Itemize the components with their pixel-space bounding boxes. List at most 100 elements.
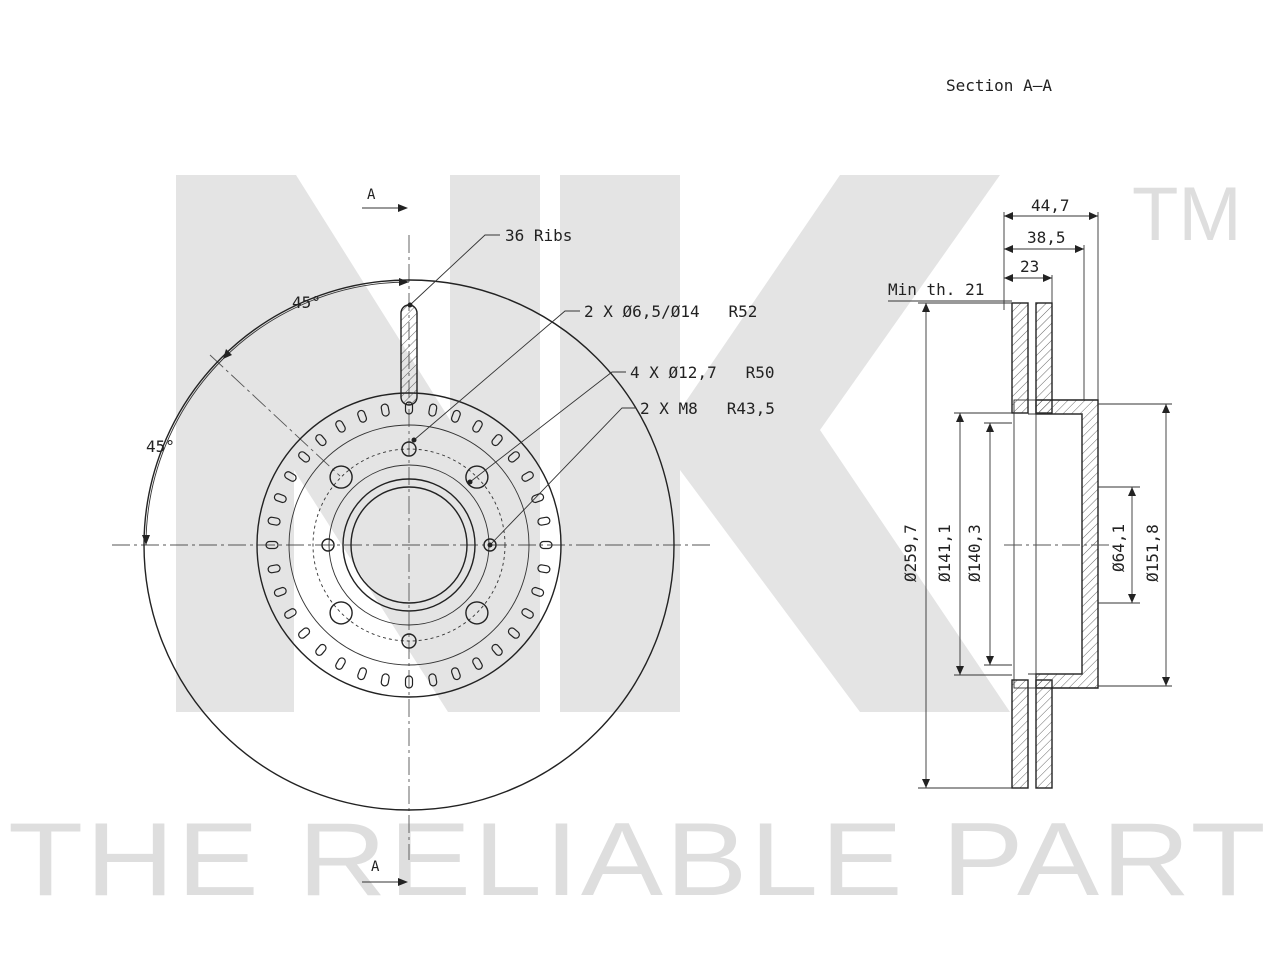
front-view: 45° 45° A A 36 Ribs 2 X Ø6,5/Ø14 R52 4 X… bbox=[112, 187, 775, 886]
vent-slot bbox=[450, 409, 461, 423]
outboard-plate-bottom bbox=[1011, 679, 1029, 789]
vent-slot bbox=[491, 643, 503, 656]
dim-overall-arrow-r bbox=[1089, 212, 1098, 220]
section-arrow-bottom-head bbox=[398, 878, 408, 886]
leader-dot-holes-bolt bbox=[467, 479, 473, 485]
vent-slot bbox=[404, 675, 414, 689]
vent-slot bbox=[531, 493, 545, 504]
leader-dot-ribs bbox=[407, 302, 413, 308]
small-hole bbox=[401, 441, 417, 457]
dim-hat-arrow-l bbox=[1004, 245, 1013, 253]
vent-slot bbox=[380, 403, 390, 417]
dim-hat-outer-arrow-b bbox=[956, 666, 964, 675]
dim-width-hat: 38,5 bbox=[1027, 228, 1066, 247]
watermark-tagline: THE RELIABLE PART bbox=[8, 802, 1268, 918]
angle-arc-lower bbox=[145, 358, 224, 546]
min-thickness-label: Min th. 21 bbox=[888, 280, 984, 299]
vent-slot bbox=[284, 471, 297, 482]
vent-slot bbox=[315, 643, 327, 656]
vent-slot bbox=[428, 403, 438, 417]
vent-slot bbox=[531, 586, 545, 597]
angle-label-upper: 45° bbox=[292, 293, 321, 312]
bolt-hole bbox=[465, 601, 489, 625]
leader-holes-thread bbox=[489, 407, 636, 546]
vent-slot bbox=[273, 586, 287, 597]
dim-diameter-center-bore: Ø64,1 bbox=[1109, 524, 1128, 572]
section-marker-bottom: A bbox=[371, 859, 380, 875]
vent-slot bbox=[273, 493, 287, 504]
arc-arrow-3 bbox=[142, 535, 150, 545]
disc-outer-edge bbox=[143, 279, 675, 811]
dim-diameter-hat-outer: Ø141,1 bbox=[935, 524, 954, 582]
vent-slot bbox=[298, 627, 311, 639]
vent-slot bbox=[267, 564, 281, 574]
callout-holes-thread: 2 X M8 R43,5 bbox=[640, 399, 775, 418]
inboard-plate-bottom bbox=[1035, 679, 1053, 789]
watermark-logo-n bbox=[176, 175, 540, 712]
leader-holes-small bbox=[413, 310, 580, 441]
leader-dot-holes-small bbox=[411, 437, 417, 443]
vent-slot bbox=[472, 657, 483, 670]
section-view: Section A–A 44,7 38,5 23 Min th. 21 bbox=[888, 76, 1172, 789]
rib-slot bbox=[400, 304, 418, 406]
vent-slot bbox=[298, 451, 311, 463]
dim-hat-outer-arrow-t bbox=[956, 413, 964, 422]
dim-bore-arrow-t bbox=[1128, 487, 1136, 496]
vent-slot bbox=[284, 608, 297, 619]
vent-slot bbox=[521, 471, 534, 482]
hat-section bbox=[1035, 399, 1099, 689]
leader-ribs bbox=[409, 234, 500, 306]
bolt-hole bbox=[465, 465, 489, 489]
dim-width-overall: 44,7 bbox=[1031, 196, 1070, 215]
dim-width-disc: 23 bbox=[1020, 257, 1039, 276]
vent-slot bbox=[357, 409, 368, 423]
dim-disc-arrow-l bbox=[1004, 274, 1013, 282]
dim-hub-arrow-b bbox=[1162, 677, 1170, 686]
bolt-hole bbox=[329, 465, 353, 489]
leader-holes-bolt bbox=[469, 371, 626, 483]
inboard-plate-top bbox=[1035, 302, 1053, 414]
vent-slot bbox=[335, 657, 346, 670]
vent-slot bbox=[267, 516, 281, 526]
callout-holes-bolt: 4 X Ø12,7 R50 bbox=[630, 363, 775, 382]
section-title: Section A–A bbox=[946, 76, 1052, 95]
watermark-trademark: TM bbox=[1132, 172, 1242, 257]
vent-slot bbox=[315, 434, 327, 447]
leader-dot-holes-thread bbox=[487, 542, 493, 548]
dim-disc-arrow-r bbox=[1043, 274, 1052, 282]
arc-arrow-2 bbox=[223, 349, 232, 359]
bolt-hole bbox=[329, 601, 353, 625]
callout-ribs: 36 Ribs bbox=[505, 226, 572, 245]
small-hole bbox=[401, 633, 417, 649]
center-bore bbox=[350, 486, 468, 604]
vent-slot bbox=[507, 627, 520, 639]
vent-slot bbox=[491, 434, 503, 447]
arc-arrow-1 bbox=[399, 278, 409, 286]
dim-hat-arrow-r bbox=[1075, 245, 1084, 253]
vent-slot bbox=[380, 673, 390, 687]
dim-overall-arrow-l bbox=[1004, 212, 1013, 220]
callout-holes-small: 2 X Ø6,5/Ø14 R52 bbox=[584, 302, 757, 321]
diagonal-centerline bbox=[209, 354, 341, 477]
vent-slot bbox=[428, 673, 438, 687]
section-marker-top: A bbox=[367, 187, 376, 203]
vent-slot bbox=[335, 420, 346, 433]
vent-slot bbox=[450, 667, 461, 681]
hat-outer bbox=[312, 448, 506, 642]
vent-slot bbox=[539, 540, 553, 550]
dim-outer-arrow-b bbox=[922, 779, 930, 788]
angle-arc-upper bbox=[222, 281, 410, 360]
thread-hole bbox=[483, 538, 497, 552]
vent-slot bbox=[521, 608, 534, 619]
dim-hub-arrow-t bbox=[1162, 404, 1170, 413]
vent-slots bbox=[265, 401, 553, 689]
vent-slot bbox=[537, 564, 551, 574]
vent-slot bbox=[357, 667, 368, 681]
thread-hole bbox=[321, 538, 335, 552]
center-bore-outer bbox=[342, 478, 476, 612]
dim-bore-arrow-b bbox=[1128, 594, 1136, 603]
watermark-logo-k bbox=[560, 175, 1010, 712]
vent-slot bbox=[537, 516, 551, 526]
dim-diameter-outer: Ø259,7 bbox=[901, 524, 920, 582]
